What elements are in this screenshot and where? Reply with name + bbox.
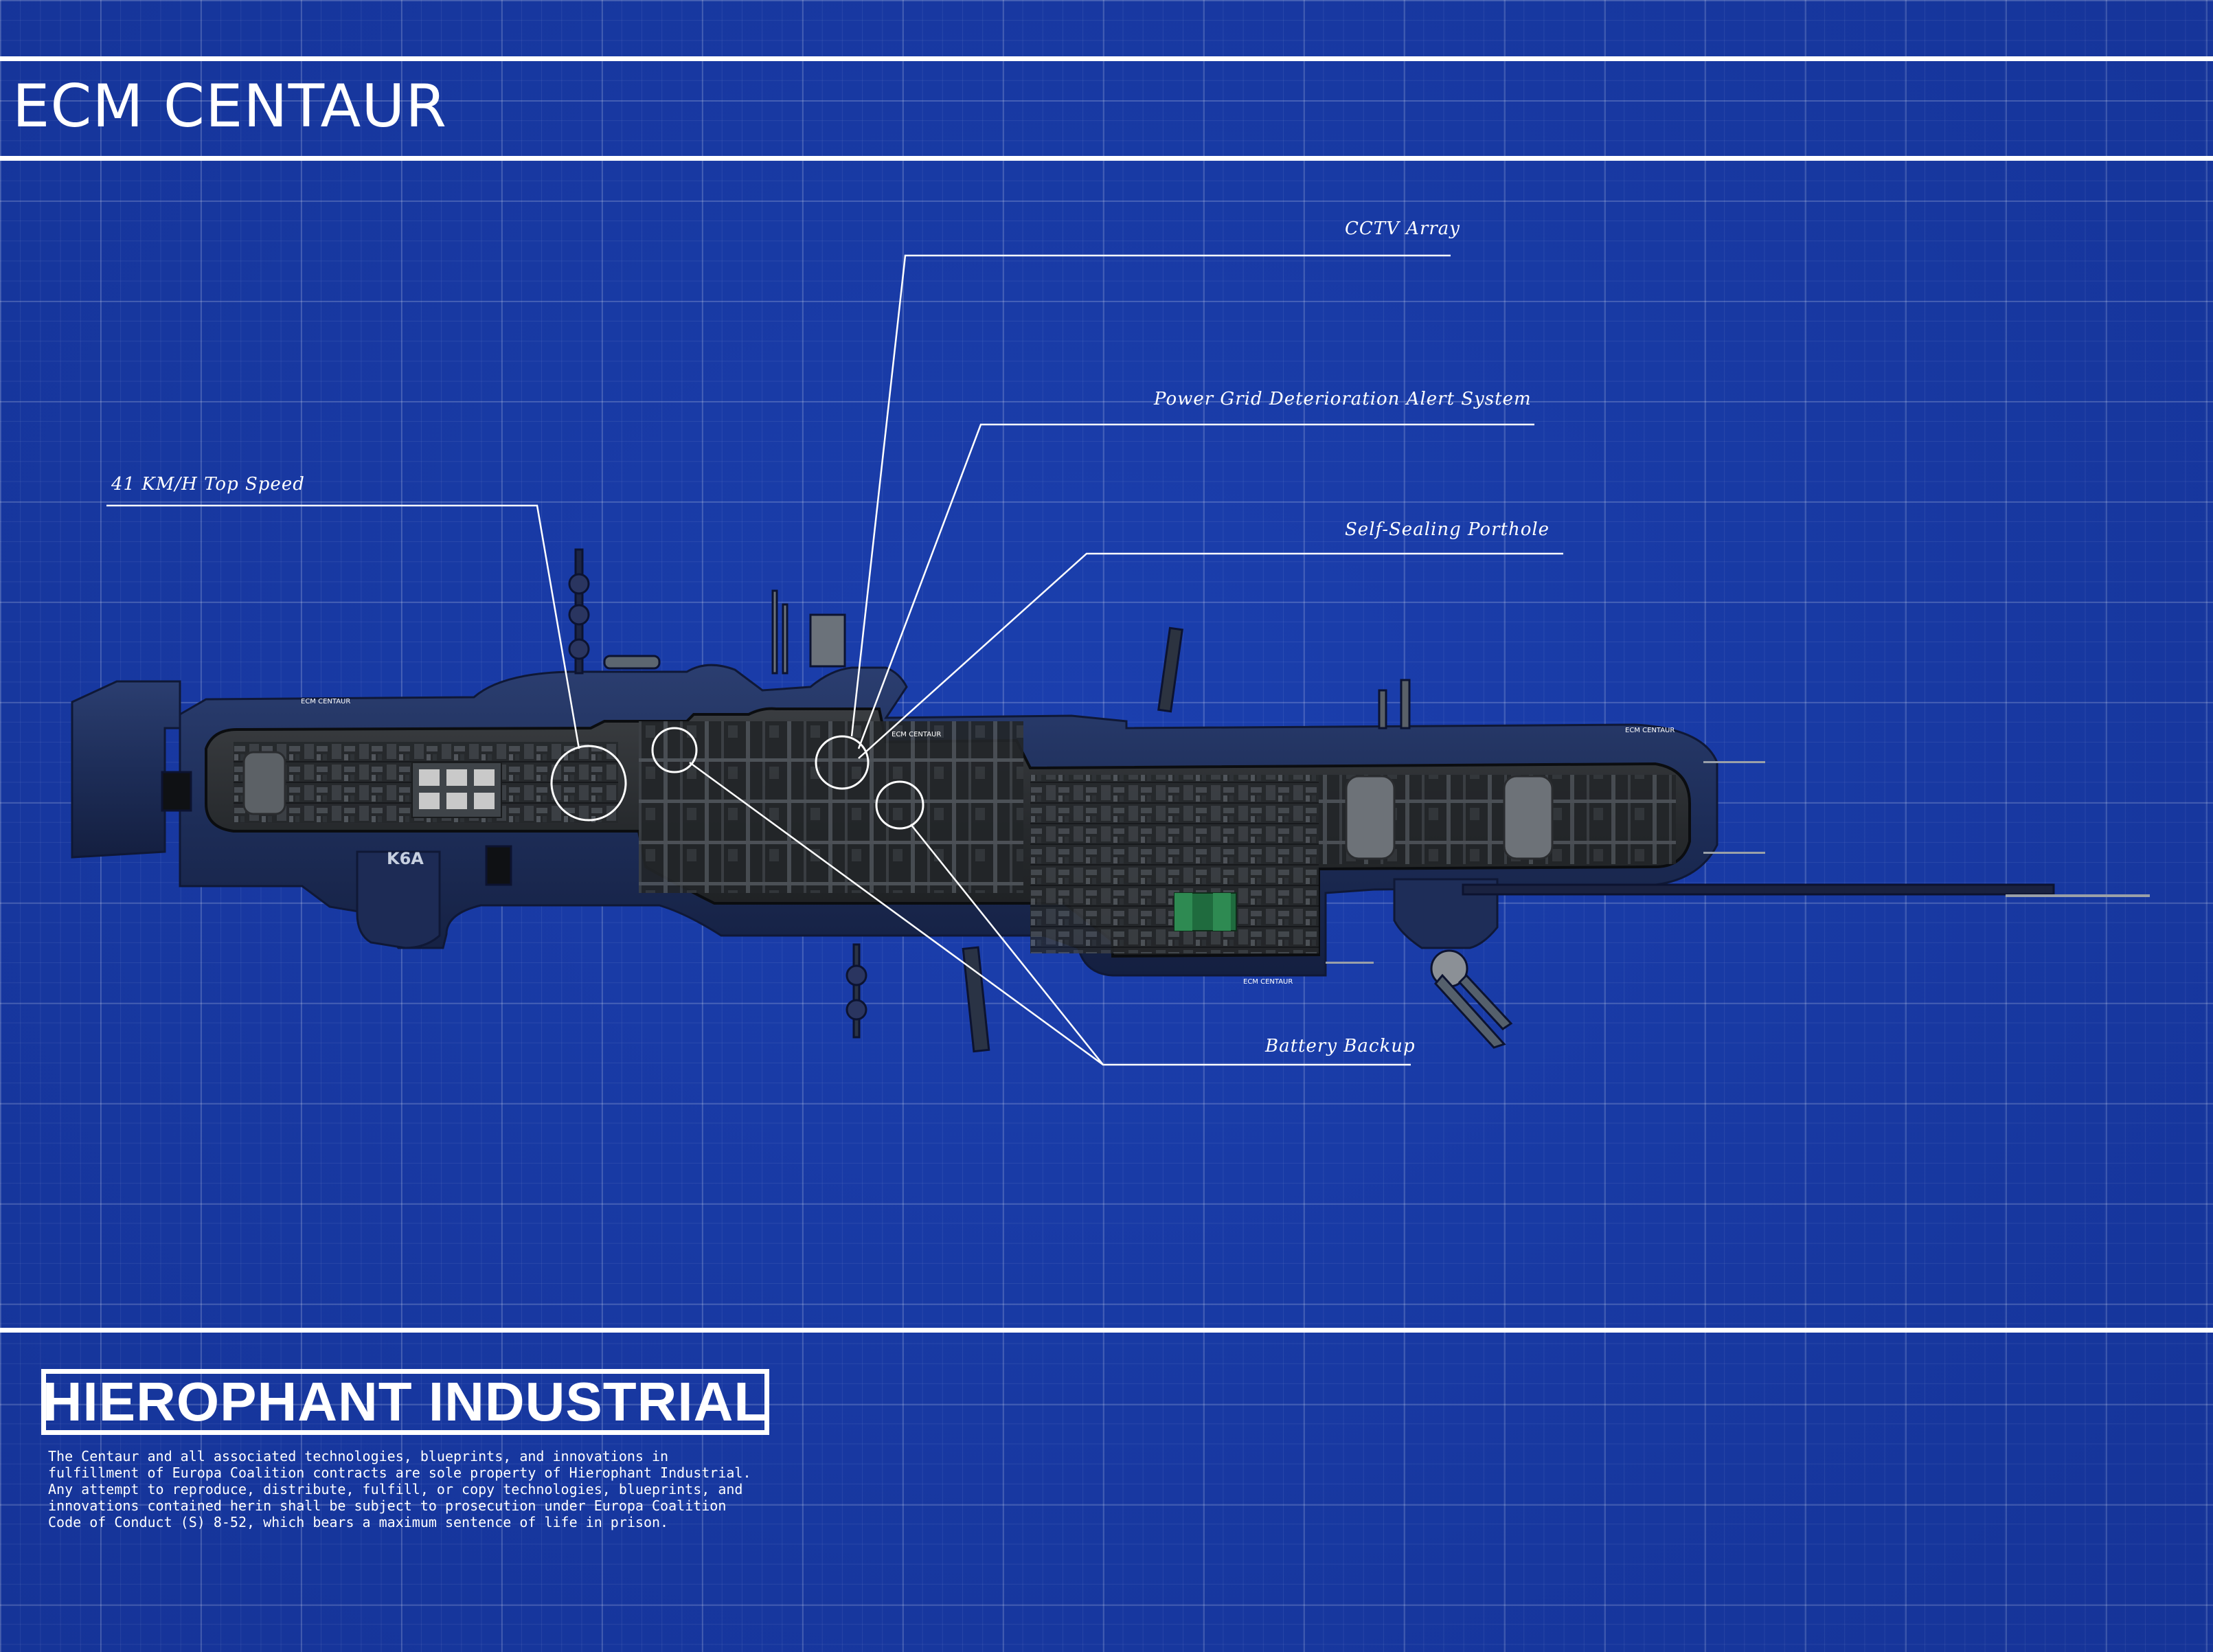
callout-cctv-array: CCTV Array [1345,218,1460,239]
callout-leader-lines [106,254,1563,1066]
callout-markers [550,727,924,830]
brand-name: HIEROPHANT INDUSTRIAL [42,1371,769,1432]
header-bottom-rule [0,156,2213,161]
power-grid-leader [857,423,1534,749]
page-title: ECM CENTAUR [12,72,448,141]
top-speed-marker [550,745,627,822]
callout-self-sealing-porthole: Self-Sealing Porthole [1345,519,1550,540]
interior-cutaway [205,707,1691,958]
hull-name-marking-keel: ECM CENTAUR [1243,978,1293,986]
callout-battery-backup: Battery Backup [1265,1036,1416,1056]
footer-rule [0,1328,2213,1333]
brand-box: HIEROPHANT INDUSTRIAL [41,1369,769,1435]
hull-code-marking: K6A [387,849,424,868]
hull-name-marking-bow: ECM CENTAUR [301,698,350,705]
cctv-marker [815,735,870,790]
hull-name-marking-aft: ECM CENTAUR [1625,727,1675,734]
legal-notice: The Centaur and all associated technolog… [48,1448,751,1530]
header-top-rule [0,56,2213,61]
porthole-leader [858,552,1563,759]
hull-name-marking-mid: ECM CENTAUR [892,731,941,738]
callout-power-grid-alert: Power Grid Deterioration Alert System [1154,389,1532,409]
battery-marker-b [875,780,924,830]
top-speed-leader [106,504,580,749]
external-fittings [161,548,2150,1053]
callout-top-speed: 41 KM/H Top Speed [111,474,305,495]
battery-leader-b [910,824,1104,1065]
cctv-leader [850,254,1451,737]
battery-marker-a [651,727,698,773]
